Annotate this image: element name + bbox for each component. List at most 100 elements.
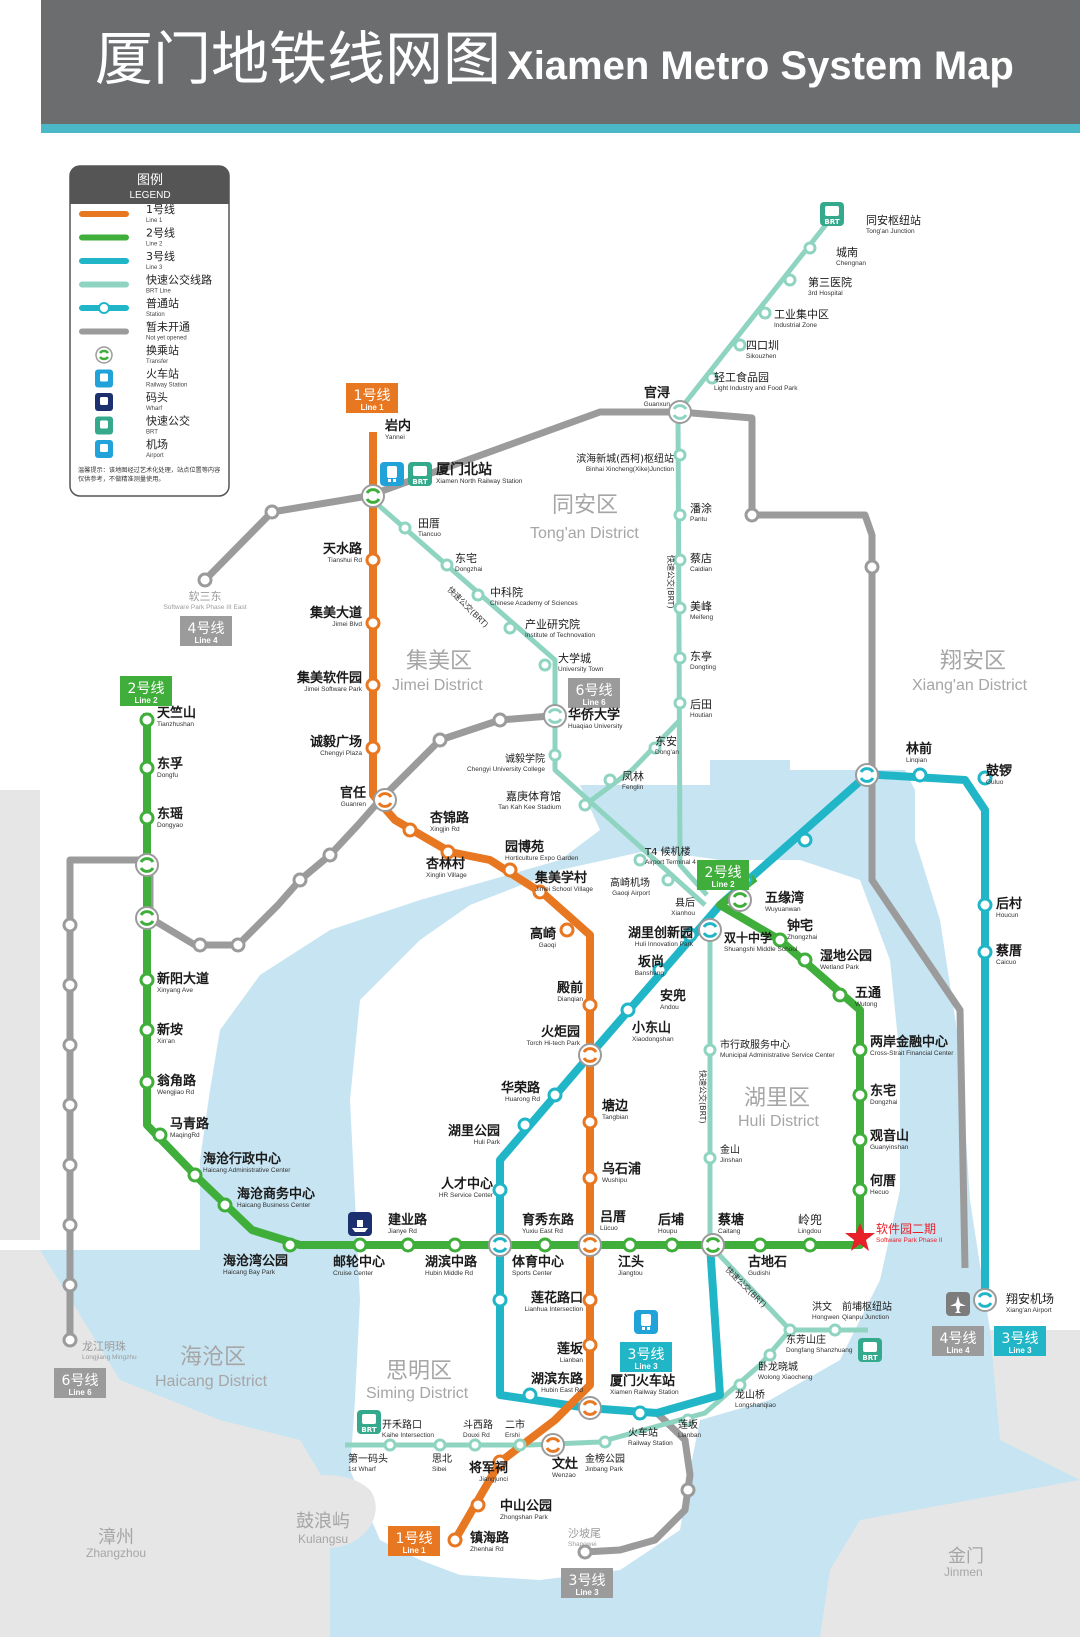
station-dot[interactable]: [682, 927, 698, 943]
station-dot[interactable]: [912, 767, 928, 783]
transfer-icon[interactable]: [135, 906, 159, 930]
station-dot[interactable]: [832, 987, 848, 1003]
station-dot[interactable]: [582, 1292, 598, 1308]
station-dot[interactable]: [578, 798, 592, 812]
station-dot[interactable]: [673, 553, 687, 567]
station-dot[interactable]: [673, 696, 687, 710]
transfer-icon[interactable]: [578, 1043, 602, 1067]
station-dot[interactable]: [468, 1438, 482, 1452]
station-dot[interactable]: [139, 972, 155, 988]
station-dot[interactable]: [433, 1438, 447, 1452]
station-dot[interactable]: [582, 1170, 598, 1186]
station-dot[interactable]: [548, 748, 562, 762]
station-dot[interactable]: [440, 844, 456, 860]
transfer-icon[interactable]: [373, 788, 397, 812]
station-dot[interactable]: [582, 1337, 598, 1353]
station-dot[interactable]: [365, 615, 381, 631]
station-dot[interactable]: [513, 1438, 527, 1452]
station-dot[interactable]: [633, 853, 647, 867]
station-dot[interactable]: [783, 1323, 797, 1337]
station-dot[interactable]: [652, 962, 668, 978]
station-dot[interactable]: [187, 1167, 203, 1183]
station-dot[interactable]: [648, 741, 662, 755]
station-dot[interactable]: [352, 1237, 368, 1253]
station-dot[interactable]: [538, 658, 552, 672]
station-dot[interactable]: [365, 677, 381, 693]
station-dot[interactable]: [797, 832, 813, 848]
station-dot[interactable]: [852, 1132, 868, 1148]
station-dot[interactable]: [977, 897, 993, 913]
station-dot[interactable]: [492, 1454, 508, 1470]
station-dot[interactable]: [622, 1237, 638, 1253]
station-dot[interactable]: [620, 1002, 636, 1018]
station-dot[interactable]: [470, 1497, 486, 1513]
station-dot[interactable]: [447, 1532, 463, 1548]
station-dot[interactable]: [582, 997, 598, 1013]
station-dot[interactable]: [977, 770, 993, 786]
station-dot[interactable]: [139, 1022, 155, 1038]
station-dot[interactable]: [703, 1151, 717, 1165]
transfer-icon[interactable]: [855, 763, 879, 787]
transfer-icon[interactable]: [543, 704, 567, 728]
station-dot[interactable]: [758, 306, 772, 320]
station-dot[interactable]: [492, 1292, 508, 1308]
station-dot[interactable]: [673, 601, 687, 615]
transfer-icon[interactable]: [728, 888, 752, 912]
station-dot[interactable]: [139, 760, 155, 776]
station-dot[interactable]: [400, 1237, 416, 1253]
station-dot[interactable]: [152, 1127, 168, 1143]
transfer-icon[interactable]: [701, 1233, 725, 1257]
transfer-icon[interactable]: [135, 853, 159, 877]
station-dot[interactable]: [139, 810, 155, 826]
transfer-icon[interactable]: [973, 1288, 997, 1312]
